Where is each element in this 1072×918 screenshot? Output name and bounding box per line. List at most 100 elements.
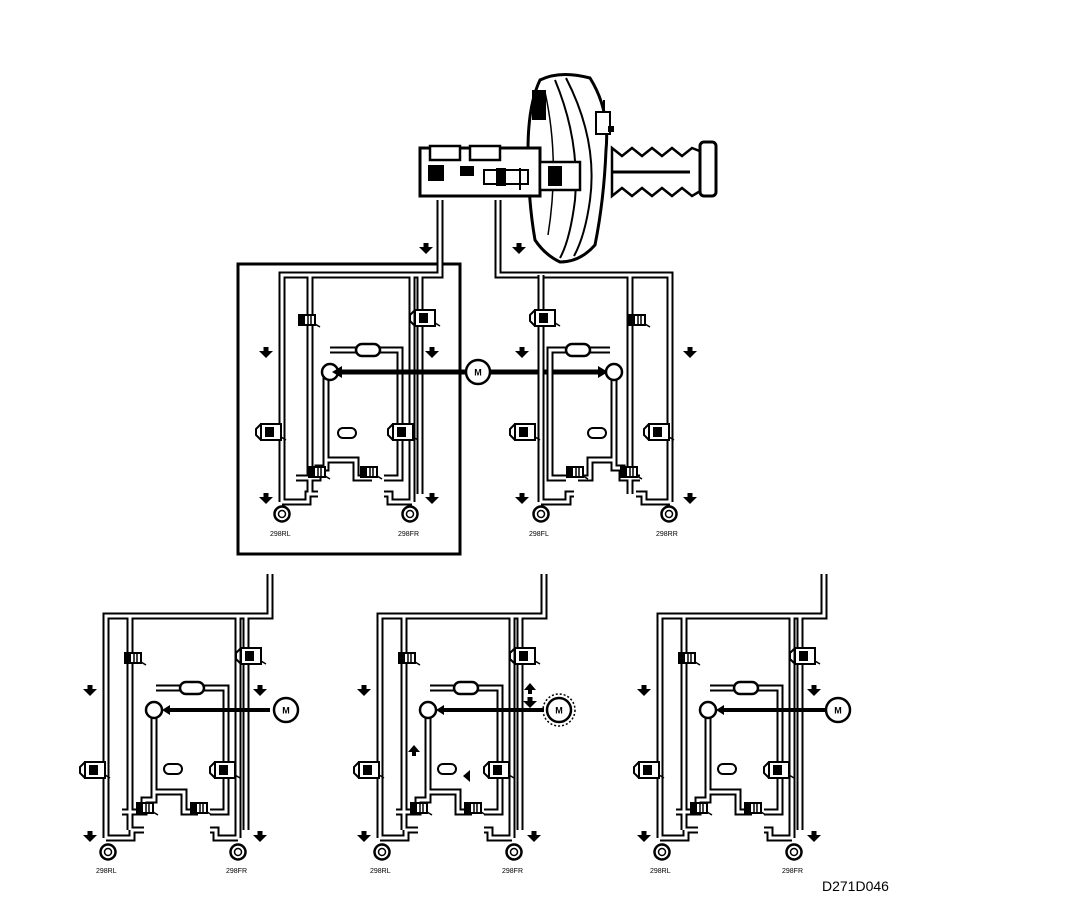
figure-id: D271D046 [822, 878, 889, 894]
reservoir [337, 427, 357, 439]
wheel-cylinder-icon [660, 505, 678, 523]
motor-icon [824, 696, 852, 724]
check-valve [235, 647, 267, 665]
solenoid-valve [190, 802, 213, 816]
wheel-label-right: 298RR [656, 531, 678, 538]
check-valve [409, 309, 441, 327]
flow-arrow-icon [637, 831, 651, 842]
highlight-frame [236, 262, 462, 556]
hydraulic-circuit-1: 298RL 298FR [255, 262, 444, 538]
hydraulic-circuit-5: 298RL 298FR M [633, 574, 852, 875]
pump [604, 362, 624, 382]
check-valve [483, 761, 515, 779]
check-valve [763, 761, 795, 779]
wheel-cylinder-icon [373, 843, 391, 861]
hydraulic-circuit-2: 298FL 298RR [509, 271, 697, 538]
wheel-cylinder-icon [532, 505, 550, 523]
check-valve [509, 423, 541, 441]
solenoid-valve [298, 314, 321, 328]
wheel-label-right: 298FR [226, 868, 247, 875]
check-valve [353, 761, 385, 779]
motor-active-ring [542, 693, 576, 727]
flow-arrow-icon [515, 347, 529, 358]
solenoid-valve [360, 466, 383, 480]
check-valve [255, 423, 287, 441]
solenoid-valve [620, 466, 643, 480]
solenoid-valve [124, 652, 147, 666]
solenoid-valve [398, 652, 421, 666]
flow-arrow-icon [683, 347, 697, 358]
flow-arrow-icon [425, 347, 439, 358]
wheel-label-left: 298RL [650, 868, 671, 875]
wheel-cylinder-icon [505, 843, 523, 861]
solenoid-valve [566, 466, 589, 480]
solenoid-valve [464, 802, 487, 816]
motor-label: M [474, 368, 482, 378]
check-valve [209, 761, 241, 779]
flow-arrow-icon [637, 685, 651, 696]
hydraulic-circuit-3: 298RL 298FR M [79, 574, 300, 875]
wheel-cylinder-icon [273, 505, 291, 523]
check-valve [633, 761, 665, 779]
motor-icon [272, 696, 300, 724]
hydraulic-circuit-4: 298RL 298FR M [353, 574, 576, 875]
flow-arrow-icon [253, 831, 267, 842]
solenoid-valve [136, 802, 159, 816]
check-valve [79, 761, 111, 779]
reservoir [587, 427, 607, 439]
wheel-label-left: 298RL [370, 868, 391, 875]
wheel-label-left: 298FL [529, 531, 549, 538]
reservoir [437, 763, 457, 775]
solenoid-valve [410, 802, 433, 816]
solenoid-valve [678, 652, 701, 666]
flow-arrow-icon [419, 243, 433, 254]
accumulator [354, 342, 382, 358]
wheel-label-left: 298RL [270, 531, 291, 538]
wheel-cylinder-icon [99, 843, 117, 861]
wheel-label-left: 298RL [96, 868, 117, 875]
check-valve [509, 647, 541, 665]
solenoid-valve [628, 314, 651, 328]
check-valve [387, 423, 419, 441]
motor-label: M [282, 706, 290, 716]
accumulator [452, 680, 480, 696]
flow-arrow-up-icon [408, 745, 420, 756]
flow-arrow-icon [683, 493, 697, 504]
check-valve [643, 423, 675, 441]
wheel-label-right: 298FR [502, 868, 523, 875]
pump [698, 700, 718, 720]
pump-motor: M [407, 358, 608, 386]
flow-arrow-icon [357, 831, 371, 842]
push-rod-boot [610, 140, 718, 199]
flow-arrow-icon [515, 493, 529, 504]
accumulator [564, 342, 592, 358]
accumulator [732, 680, 760, 696]
reservoir [163, 763, 183, 775]
wheel-cylinder-icon [401, 505, 419, 523]
motor-label: M [834, 706, 842, 716]
flow-arrow-icon [253, 685, 267, 696]
flow-arrow-icon [523, 697, 537, 708]
flow-arrow-left-icon [463, 770, 470, 782]
check-valve [529, 309, 561, 327]
reservoir [717, 763, 737, 775]
flow-arrow-icon [357, 685, 371, 696]
flow-arrow-icon [83, 685, 97, 696]
wheel-cylinder-icon [653, 843, 671, 861]
flow-arrow-icon [83, 831, 97, 842]
master-cylinder [418, 144, 582, 198]
flow-arrow-icon [512, 243, 526, 254]
flow-arrow-icon [807, 831, 821, 842]
pump [144, 700, 164, 720]
accumulator [178, 680, 206, 696]
flow-arrow-up-icon [524, 683, 536, 694]
flow-arrow-icon [425, 493, 439, 504]
pump [418, 700, 438, 720]
flow-arrow-icon [527, 831, 541, 842]
solenoid-valve [744, 802, 767, 816]
motor-label: M [555, 706, 563, 716]
wheel-label-right: 298FR [782, 868, 803, 875]
flow-arrow-icon [259, 493, 273, 504]
check-valve [789, 647, 821, 665]
